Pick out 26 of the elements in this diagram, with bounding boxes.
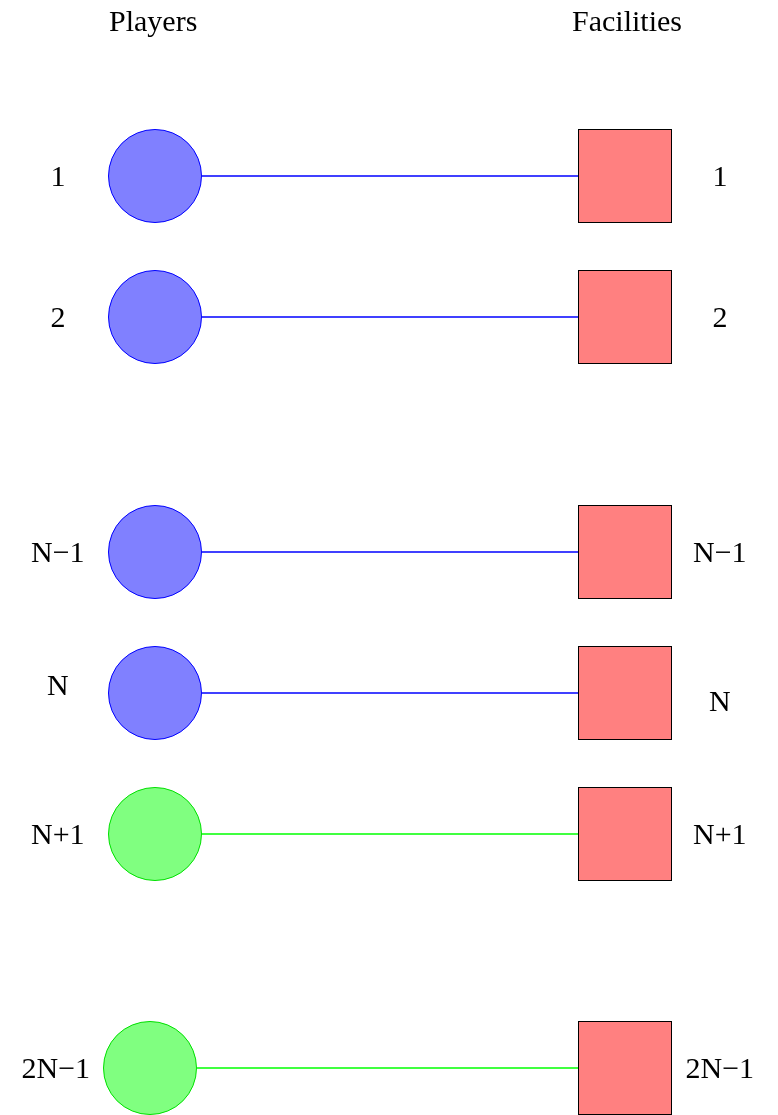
node-number: 1	[712, 159, 728, 193]
node-number: N	[47, 668, 69, 702]
node-number: 2N−1	[685, 1051, 755, 1085]
node-number: N−1	[693, 535, 747, 569]
column-heading: Players	[109, 4, 198, 38]
node-number: N−1	[31, 535, 85, 569]
connector-line	[201, 551, 579, 553]
node-number: N+1	[693, 817, 747, 851]
facility-square	[578, 787, 672, 881]
node-number: N	[709, 684, 731, 718]
connector-line	[201, 692, 579, 694]
facility-square	[578, 270, 672, 364]
node-number: 2	[712, 300, 728, 334]
facility-square	[578, 505, 672, 599]
facility-square	[578, 129, 672, 223]
connector-line	[201, 175, 579, 177]
node-number: 2N−1	[21, 1051, 91, 1085]
column-heading: Facilities	[572, 4, 682, 38]
connector-line	[196, 1067, 579, 1069]
node-number: 1	[50, 159, 66, 193]
connector-line	[201, 316, 579, 318]
node-number: N+1	[31, 817, 85, 851]
node-number: 2	[50, 300, 66, 334]
facility-square	[578, 1021, 672, 1115]
connector-line	[201, 833, 579, 835]
facility-square	[578, 646, 672, 740]
